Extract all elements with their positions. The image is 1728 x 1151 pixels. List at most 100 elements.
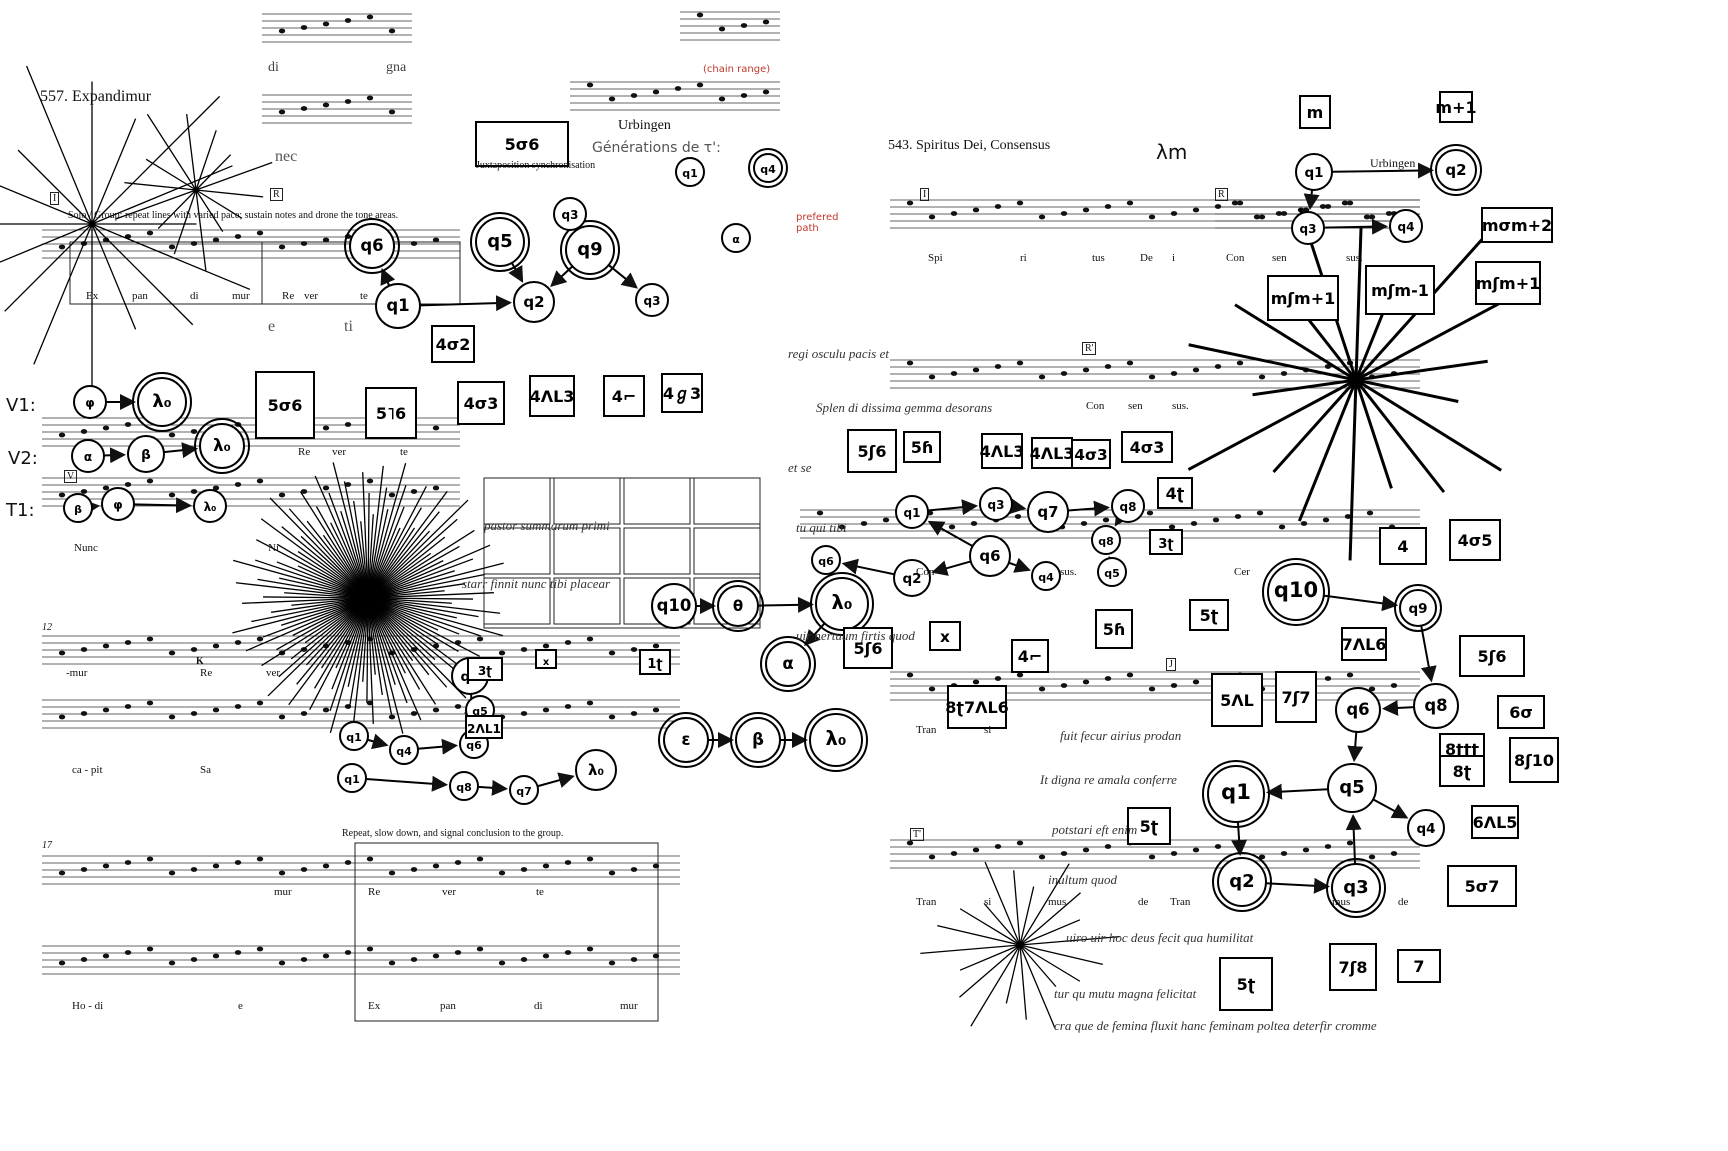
lyric-cer: Cer — [1234, 566, 1250, 578]
node-circle — [1091, 525, 1121, 555]
left-piece-title: 557. Expandimur — [40, 88, 152, 105]
graph-edge — [931, 560, 972, 576]
state-node: q8 — [1091, 525, 1121, 555]
burst-ray — [1005, 944, 1021, 1004]
note-head — [1102, 517, 1110, 523]
graph-edge — [1323, 218, 1389, 235]
note-head — [1170, 851, 1178, 856]
lyric-ver-12: ver — [266, 667, 281, 679]
burst-ray — [1354, 228, 1363, 381]
box-label: x — [940, 628, 950, 646]
note-head — [1258, 214, 1266, 220]
node-circle — [375, 283, 421, 329]
note-head — [1302, 847, 1310, 853]
node-label: β — [74, 503, 82, 516]
graph-edge — [1323, 594, 1399, 612]
node-circle — [979, 487, 1013, 521]
note-head — [256, 946, 264, 952]
burst-ray — [367, 597, 393, 715]
state-node: q1 — [339, 721, 369, 751]
burst-ray — [367, 518, 458, 599]
node-ring — [748, 148, 788, 188]
lyric-spi: Spi — [928, 252, 943, 264]
burst-ray — [353, 500, 369, 599]
note-head — [58, 492, 66, 498]
note-head — [1363, 214, 1371, 220]
note-head — [928, 686, 936, 692]
handwritten-box: 3ʈ — [467, 657, 503, 681]
burst-ray — [91, 95, 221, 225]
burst-ray — [269, 497, 369, 599]
note-head — [1104, 844, 1112, 849]
box-outline — [467, 657, 503, 681]
box-label: 4⌐ — [612, 387, 637, 406]
state-node: α — [721, 223, 751, 253]
note-head — [234, 640, 242, 645]
node-ring — [1262, 558, 1330, 626]
note-head — [212, 643, 220, 649]
box-outline — [1481, 207, 1553, 243]
note-head — [1346, 200, 1354, 206]
burst-ray — [306, 520, 369, 599]
box-outline — [847, 429, 897, 473]
box-label: 3ʈ — [478, 664, 492, 678]
graph-edge — [1372, 798, 1409, 819]
box-label: 4ʈ — [1166, 484, 1185, 503]
burst-ray — [300, 535, 369, 599]
burst-ray — [1234, 303, 1357, 382]
node-label: α — [732, 233, 740, 246]
note-head — [1275, 211, 1283, 216]
burst-ray — [367, 527, 416, 599]
burst-ray — [367, 597, 501, 614]
note-head — [882, 517, 890, 523]
lyric-sa: Sa — [200, 764, 211, 776]
state-node: q5 — [1327, 763, 1377, 813]
node-circle — [1207, 765, 1265, 823]
box-label: 1ʈ — [647, 657, 662, 672]
node-circle — [1267, 563, 1325, 621]
node-label: φ — [85, 396, 94, 410]
note-head — [234, 860, 242, 865]
node-circle — [1217, 857, 1267, 907]
note-head — [1258, 854, 1266, 860]
note-head — [168, 432, 176, 438]
burst-ray — [173, 189, 197, 255]
burst-ray — [195, 154, 232, 191]
handwritten-box: mʃm+1 — [1267, 275, 1339, 321]
note-head — [608, 870, 616, 876]
note-head — [256, 856, 264, 862]
handwritten-box: 4ɅL3 — [1030, 437, 1074, 469]
box-outline — [1379, 527, 1427, 565]
note-head — [498, 650, 506, 656]
note-head — [1016, 200, 1024, 206]
note-head — [740, 93, 748, 98]
note-head — [586, 700, 594, 706]
handwritten-box: 5ʃ6 — [847, 429, 897, 473]
note-head — [1390, 683, 1398, 688]
node-label: q4 — [1038, 571, 1054, 584]
note-head — [278, 870, 286, 876]
state-node: q1 — [375, 283, 421, 329]
lyric-mur-17: mur — [274, 886, 292, 898]
note-head — [388, 109, 396, 115]
note-head — [564, 860, 572, 865]
burst-ray — [277, 544, 369, 599]
burst-ray — [262, 597, 369, 638]
node-circle — [1291, 211, 1325, 245]
box-outline — [1439, 755, 1485, 787]
node-circle — [1027, 491, 1069, 533]
note-head — [102, 863, 110, 869]
box-label: mʃm+1 — [1476, 274, 1541, 293]
note-head — [300, 25, 308, 30]
burst-ray — [195, 130, 217, 191]
burst-ray — [91, 223, 137, 330]
note-head — [586, 82, 594, 88]
box-label: 5ɦ — [1103, 620, 1126, 639]
state-node: q1 — [675, 157, 705, 187]
graph-edge — [927, 520, 974, 548]
note-head — [146, 946, 154, 952]
burst-ray — [984, 861, 1021, 946]
note-head — [102, 953, 110, 959]
note-head — [1366, 510, 1374, 516]
